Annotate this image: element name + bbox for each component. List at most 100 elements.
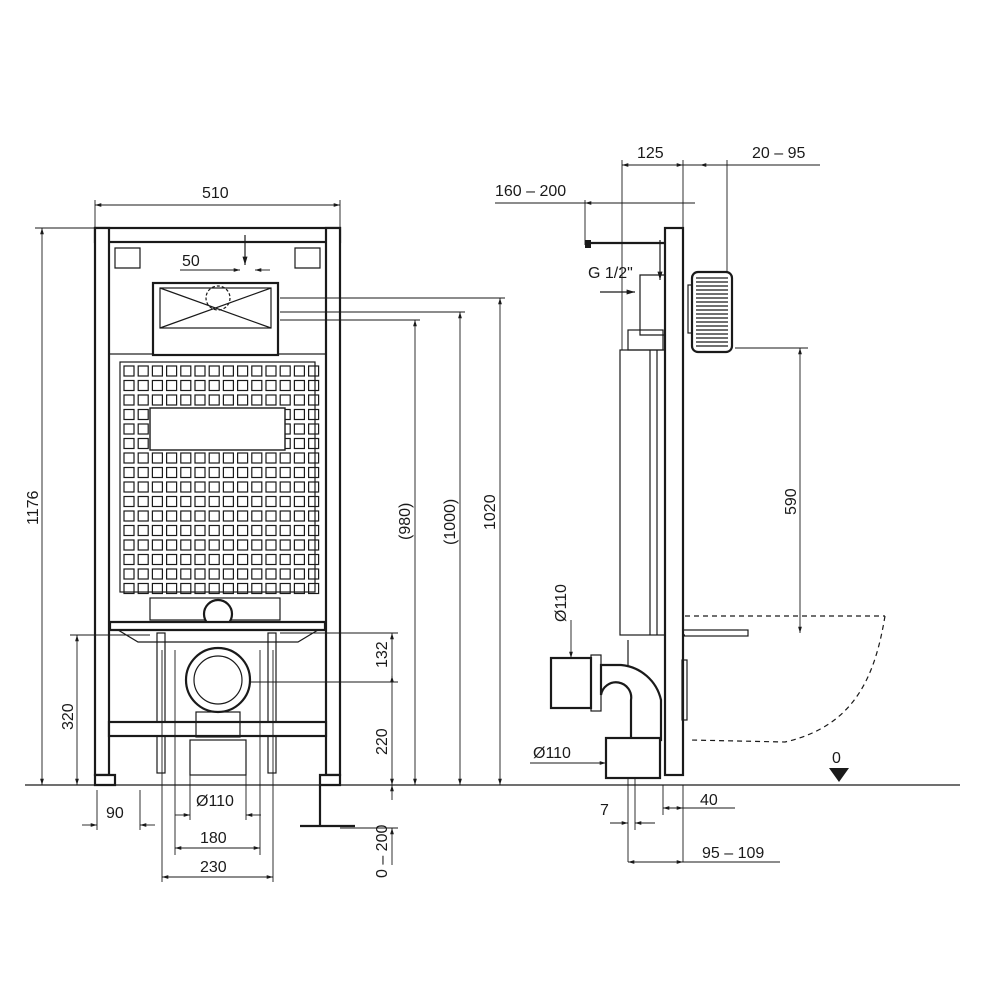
grid-square — [194, 524, 206, 537]
drain-elbow — [599, 663, 663, 742]
frame-rail — [663, 226, 685, 777]
grid-square — [279, 379, 291, 392]
grid-square — [222, 539, 234, 551]
grid-square — [251, 466, 263, 479]
grid-square — [208, 379, 220, 392]
grid-square — [137, 466, 149, 479]
grid-square — [251, 394, 263, 406]
grid-square — [279, 466, 291, 479]
grid-square — [222, 524, 234, 537]
grid-square — [237, 524, 249, 537]
grid-square — [237, 568, 249, 580]
grid-square — [222, 510, 234, 522]
grid-square — [222, 553, 234, 566]
grid-square — [151, 452, 163, 464]
grid-square — [166, 553, 178, 566]
grid-square — [308, 481, 320, 493]
grid-square — [222, 379, 234, 392]
dim-width-510: 510 — [202, 185, 229, 202]
grid-square — [293, 423, 305, 435]
grid-square — [293, 495, 305, 508]
grid-square — [293, 481, 305, 493]
front-view-frame — [93, 226, 355, 828]
grid-square — [137, 553, 149, 566]
grid-square — [265, 379, 277, 392]
grid-square — [237, 394, 249, 406]
grid-square — [180, 452, 192, 464]
dim-drain-110: Ø110 — [196, 793, 234, 810]
grid-square — [308, 437, 320, 450]
grid-square — [137, 539, 149, 551]
grid-square — [251, 452, 263, 464]
grid-square — [308, 423, 320, 435]
grid-square — [180, 495, 192, 508]
grid-square — [180, 394, 192, 406]
grid-square — [166, 365, 178, 377]
grid-square — [251, 365, 263, 377]
grid-square — [123, 553, 135, 566]
grid-square — [293, 452, 305, 464]
dim-1000: (1000) — [442, 499, 459, 545]
grid-square — [251, 524, 263, 537]
grid-square — [308, 524, 320, 537]
grid-square — [293, 408, 305, 421]
grid-square — [180, 539, 192, 551]
grid-square — [222, 481, 234, 493]
drain-socket — [549, 656, 593, 710]
grid-square — [237, 582, 249, 595]
grid-square — [123, 510, 135, 522]
grid-square — [208, 466, 220, 479]
grid-square — [279, 394, 291, 406]
grid-square — [123, 437, 135, 450]
grid-square — [180, 524, 192, 537]
grid-square — [251, 539, 263, 551]
grid-square — [251, 582, 263, 595]
grid-square — [265, 495, 277, 508]
grid-square — [293, 568, 305, 580]
grid-square — [308, 394, 320, 406]
grid-square — [222, 582, 234, 595]
grid-square — [237, 466, 249, 479]
grid-square — [151, 379, 163, 392]
grid-square — [137, 379, 149, 392]
grid-square — [194, 379, 206, 392]
grid-square — [293, 582, 305, 595]
grid-square — [265, 568, 277, 580]
dim-95-109: 95 – 109 — [702, 845, 764, 862]
grid-square — [279, 452, 291, 464]
grid-square — [237, 365, 249, 377]
grid-square — [123, 481, 135, 493]
grid-square — [279, 582, 291, 595]
grid-square — [137, 394, 149, 406]
grid-square — [293, 365, 305, 377]
grid-square — [166, 582, 178, 595]
grid-square — [151, 466, 163, 479]
wc-bowl-outline — [683, 615, 886, 743]
dim-590: 590 — [783, 488, 800, 515]
grid-square — [123, 365, 135, 377]
grid-square — [123, 408, 135, 421]
grid-square — [308, 365, 320, 377]
grid-square — [194, 568, 206, 580]
grid-square — [237, 481, 249, 493]
grid-square — [123, 394, 135, 406]
grid-square — [251, 510, 263, 522]
grid-square — [180, 510, 192, 522]
grid-square — [222, 365, 234, 377]
grid-square — [308, 495, 320, 508]
grid-square — [137, 423, 149, 435]
dim-160-200: 160 – 200 — [495, 183, 566, 200]
grid-square — [251, 379, 263, 392]
grid-square — [137, 495, 149, 508]
grid-square — [308, 408, 320, 421]
grid-square — [265, 365, 277, 377]
dim-90: 90 — [106, 805, 124, 822]
grid-square — [237, 553, 249, 566]
grid-square — [123, 524, 135, 537]
grid-square — [194, 452, 206, 464]
grid-square — [123, 423, 135, 435]
grid-square — [151, 365, 163, 377]
dim-20-95: 20 – 95 — [752, 145, 805, 162]
grid-square — [123, 466, 135, 479]
